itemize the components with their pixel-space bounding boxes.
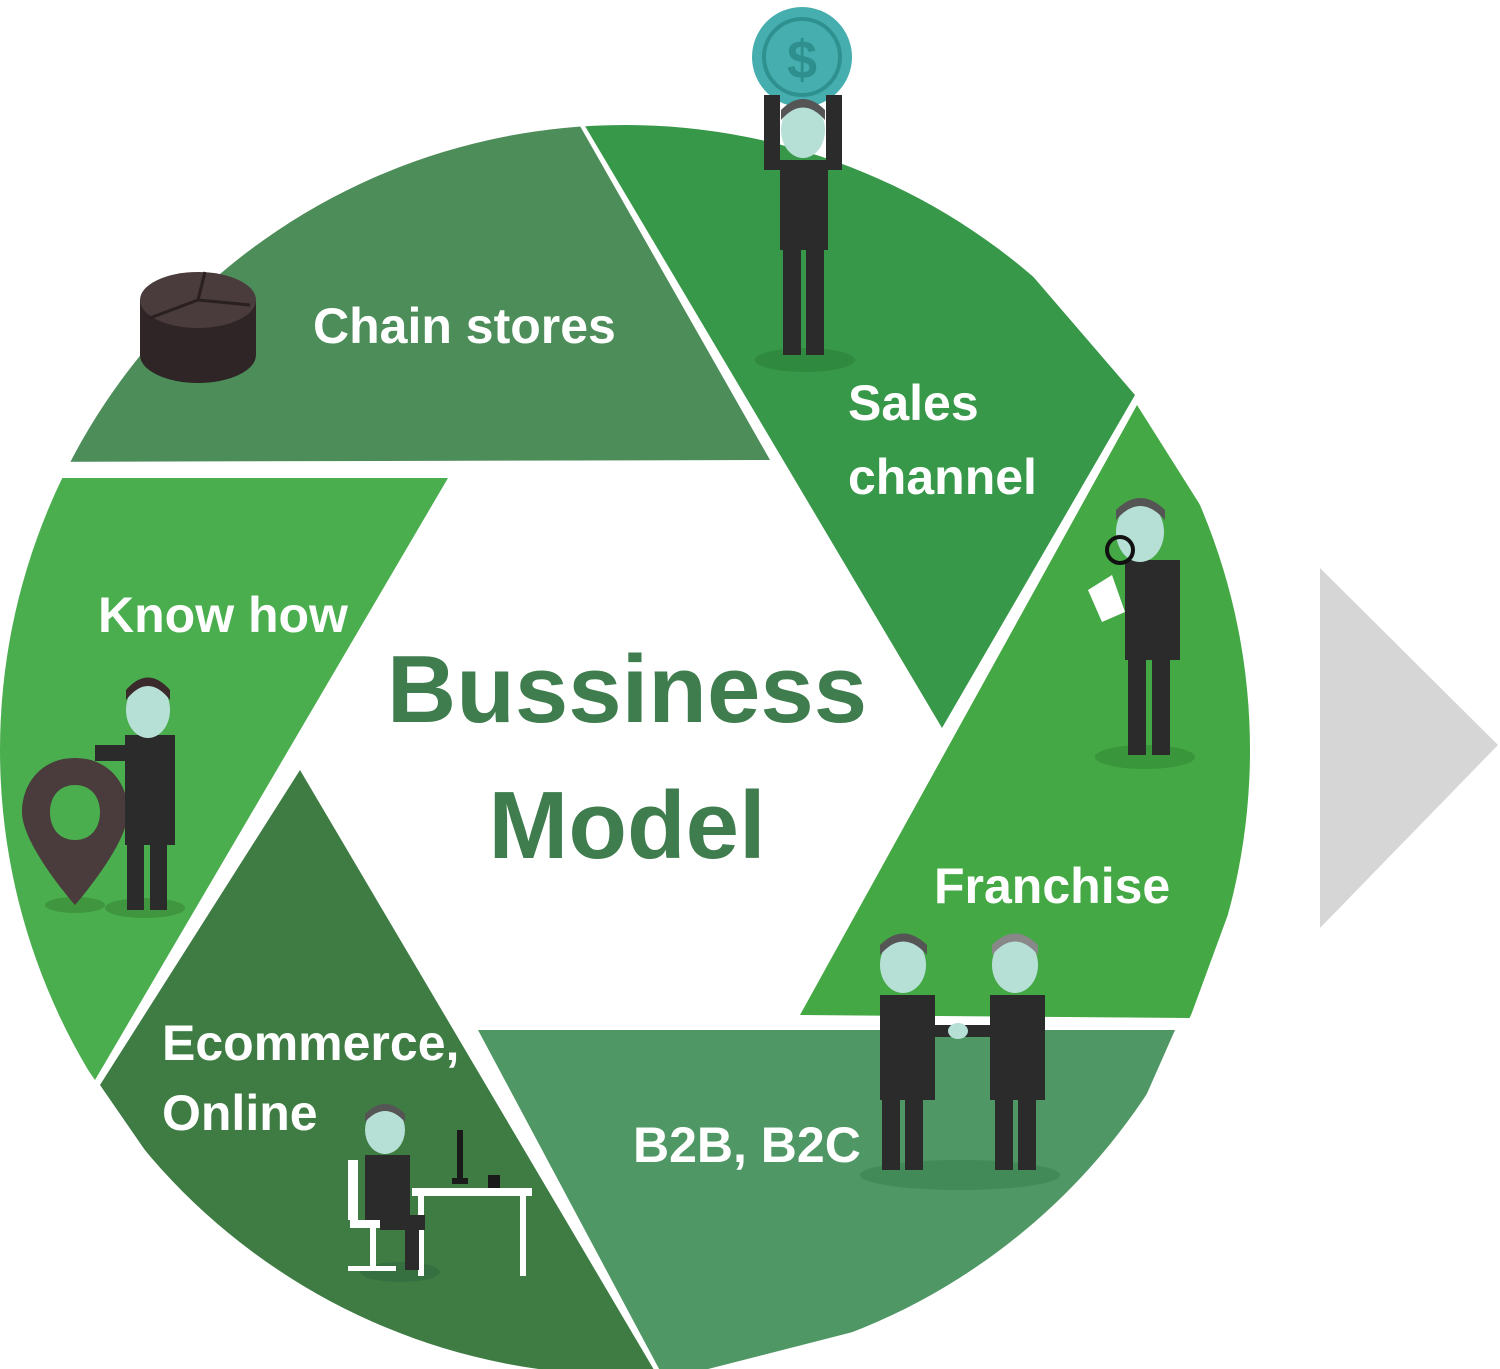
label-know-how: Know how — [98, 587, 348, 643]
person-with-magnifier-icon — [1088, 498, 1195, 769]
label-ecommerce-line1: Ecommerce, — [162, 1015, 459, 1071]
label-sales-channel-line1: Sales — [848, 375, 979, 431]
label-franchise: Franchise — [934, 858, 1170, 914]
dollar-coin-icon — [752, 7, 852, 107]
label-b2b-b2c: B2B, B2C — [633, 1117, 861, 1173]
segment-know-how — [0, 478, 448, 1080]
center-title-line2: Model — [488, 772, 765, 879]
segment-franchise — [800, 405, 1250, 1018]
location-pin-icon — [22, 758, 128, 905]
label-ecommerce-line2: Online — [162, 1085, 318, 1141]
center-title-line1: Bussiness — [387, 636, 867, 743]
segment-chain-stores — [0, 125, 770, 462]
svg-text:$: $ — [787, 30, 817, 90]
person-with-pin-icon — [22, 677, 185, 918]
desk-computer-icon — [348, 1104, 532, 1282]
pie-chart-icon — [140, 271, 256, 383]
label-chain-stores: Chain stores — [313, 298, 616, 354]
arrow-right-icon — [1320, 568, 1498, 928]
magnifier-icon — [1105, 535, 1135, 565]
segment-sales-channel — [585, 125, 1135, 728]
person-with-coin-icon: $ — [752, 7, 855, 372]
handshake-icon — [860, 933, 1060, 1190]
label-sales-channel-line2: channel — [848, 449, 1037, 505]
